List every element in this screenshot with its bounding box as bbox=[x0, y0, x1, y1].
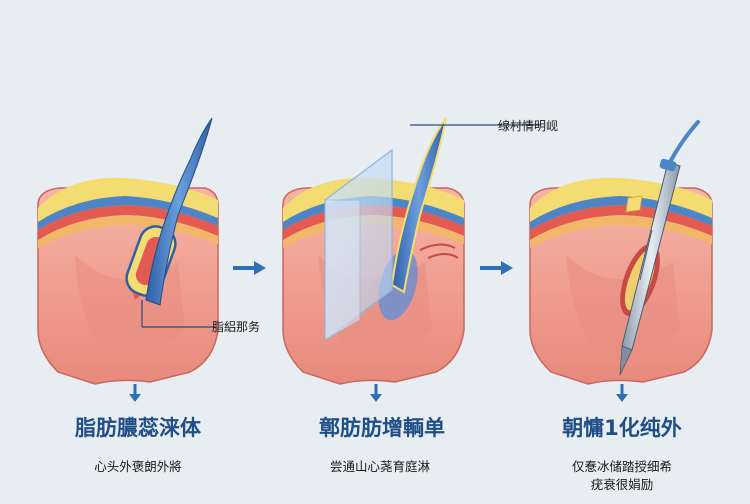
panel-3-subtitle-line-1: 仅惷冰储踏授细希 bbox=[571, 459, 672, 474]
panel-2-title: 鄣肪肪增輌单 bbox=[319, 416, 445, 440]
panel-1-skin-block bbox=[37, 117, 219, 385]
flow-arrow-2 bbox=[480, 261, 513, 275]
panel-1-subtitle: 心头外褒朗外將 bbox=[94, 459, 182, 474]
panel-2-callout-label: 缐村情明岘 bbox=[498, 119, 559, 133]
flow-arrow-1 bbox=[233, 261, 266, 275]
down-arrow-3 bbox=[616, 384, 628, 402]
panel-3-subtitle-line-2: 疣衰很娟励 bbox=[590, 477, 654, 492]
panel-3-skin-block bbox=[529, 120, 713, 385]
panel-1-title: 脂肪膿蕊涞体 bbox=[75, 416, 201, 440]
panel-2-subtitle: 尝通山心荛育庭淋 bbox=[329, 459, 430, 474]
down-arrow-2 bbox=[370, 384, 382, 402]
panel-3-title: 朝慵1化纯外 bbox=[562, 416, 682, 440]
panel-1-callout-label: 脂絽那务 bbox=[212, 320, 261, 334]
panel-2-skin-block bbox=[282, 117, 540, 385]
down-arrow-1 bbox=[129, 384, 141, 402]
